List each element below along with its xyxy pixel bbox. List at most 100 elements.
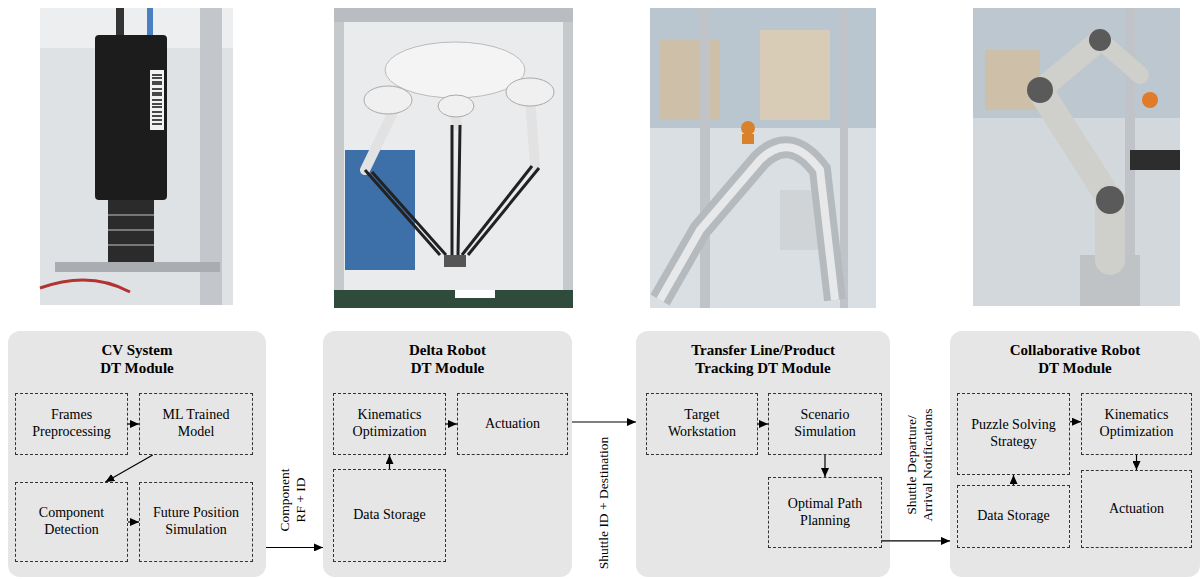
process-box: Scenario Simulation [768, 393, 882, 455]
robot-joint [1089, 29, 1111, 51]
flow-arrow [1013, 475, 1014, 485]
process-label: ML Trained Model [144, 407, 248, 441]
robot-joint [1027, 77, 1053, 103]
conveyor-track [660, 147, 835, 300]
flow-arrow [882, 540, 950, 541]
flow-arrow [128, 423, 139, 424]
conveyor [334, 290, 573, 308]
building [760, 30, 830, 120]
photo-ground [650, 8, 876, 308]
cobot-photo [973, 8, 1180, 306]
robot-body [385, 42, 525, 98]
process-box: Data Storage [333, 469, 446, 562]
edge-label-box: Shuttle ID + Destination [596, 431, 612, 576]
process-box: Target Workstation [646, 393, 758, 455]
process-box: ML Trained Model [139, 393, 253, 455]
camera-lens [108, 200, 154, 262]
mount-plate [55, 262, 220, 272]
module-box: Transfer Line/Product Tracking DT Module… [636, 331, 890, 577]
delta-robot-photo [334, 8, 573, 308]
flow-arrow [572, 421, 636, 422]
edge-label: Shuttle ID + Destination [596, 431, 612, 576]
module-fill [8, 331, 266, 577]
process-label: Kinematics Optimization [338, 407, 441, 441]
robot-motor [506, 78, 554, 106]
module-fills [8, 331, 1200, 577]
frame-bar [700, 8, 710, 308]
product [742, 134, 754, 144]
process-label: Future Position Simulation [144, 505, 248, 539]
product [1142, 92, 1158, 108]
transfer-line-photo [650, 8, 876, 308]
process-box: Kinematics Optimization [1081, 393, 1192, 455]
table [1130, 150, 1180, 170]
process-label: Actuation [1109, 501, 1164, 518]
robot-link [1040, 90, 1110, 200]
frame-bar [334, 8, 344, 308]
photo-ground [334, 8, 573, 308]
barcode-sticker [150, 70, 164, 130]
aluminium-profile [200, 8, 222, 305]
module-fill [950, 331, 1200, 577]
product [741, 121, 755, 135]
process-label: Optimal Path Planning [773, 496, 877, 530]
photo-ground [40, 8, 233, 305]
camera-photo [40, 8, 233, 305]
flow-arrow [128, 521, 139, 522]
lens-rings [108, 215, 154, 245]
edge-label-box: Shuttle Departure/ Arrival Notifications [904, 398, 936, 533]
connectors [105, 422, 1136, 548]
process-box: Puzzle Solving Strategy [957, 393, 1070, 475]
process-label: Target Workstation [651, 407, 753, 441]
process-box: Kinematics Optimization [333, 393, 446, 455]
flow-arrow [446, 423, 457, 424]
gripper [444, 255, 466, 267]
flow-arrow [105, 455, 152, 482]
workpiece [455, 290, 495, 298]
robot-motor [438, 95, 474, 117]
module-box: CV System DT ModuleFrames Preprocessing M… [8, 331, 266, 577]
flow-arrow [266, 547, 323, 548]
process-label: Scenario Simulation [773, 407, 877, 441]
process-label: Kinematics Optimization [1086, 407, 1187, 441]
frame-bar [563, 8, 573, 308]
module-fill [323, 331, 572, 577]
process-box: Component Detection [15, 482, 128, 562]
building [660, 40, 720, 120]
process-label: Frames Preprocessing [20, 407, 123, 441]
process-label: Component Detection [20, 505, 123, 539]
flow-arrow [824, 455, 825, 477]
robot-motor [364, 86, 412, 114]
robot-joint [1096, 186, 1124, 214]
edge-label: Component RF + ID [277, 460, 309, 540]
flow-arrow [389, 455, 390, 469]
module-box: Collaborative Robot DT ModulePuzzle Solv… [950, 331, 1200, 577]
process-label: Data Storage [977, 508, 1050, 525]
edge-label-box: Component RF + ID [277, 460, 309, 540]
process-box: Actuation [457, 393, 568, 455]
module-title: CV System DT Module [93, 341, 181, 377]
module-title: Transfer Line/Product Tracking DT Module [663, 341, 863, 377]
flow-arrow [758, 423, 768, 424]
process-box: Frames Preprocessing [15, 393, 128, 455]
process-box: Optimal Path Planning [768, 477, 882, 548]
conveyor-track [660, 147, 835, 300]
module-fill [636, 331, 890, 577]
flow-arrow [1070, 421, 1081, 422]
photo-ground [973, 8, 1180, 306]
process-label: Data Storage [353, 507, 426, 524]
barcode [152, 75, 162, 124]
window [973, 8, 1180, 118]
module-box: Delta Robot DT ModuleKinematics Optimiza… [323, 331, 572, 577]
edge-label: Shuttle Departure/ Arrival Notifications [904, 398, 936, 533]
cable [40, 280, 130, 292]
module-title: Collaborative Robot DT Module [1000, 341, 1150, 377]
camera-body [95, 35, 167, 200]
module-title: Delta Robot DT Module [400, 341, 495, 377]
process-label: Puzzle Solving Strategy [962, 417, 1065, 451]
process-box: Future Position Simulation [139, 482, 253, 562]
process-box: Actuation [1081, 470, 1192, 548]
process-box: Data Storage [957, 485, 1070, 548]
process-label: Actuation [485, 416, 540, 433]
